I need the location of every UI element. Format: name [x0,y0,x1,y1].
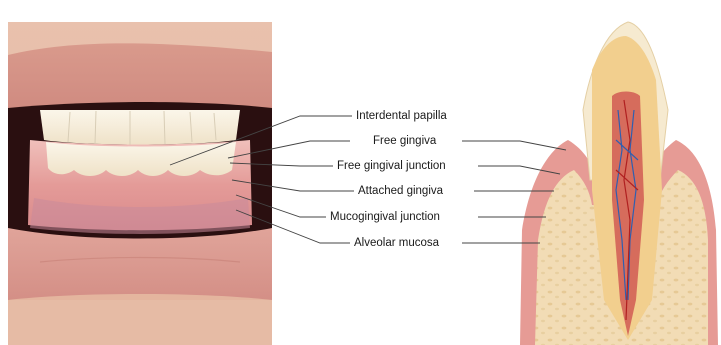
label-free-gingiva: Free gingiva [373,134,436,148]
mouth-photo [8,22,272,345]
tooth-cross-section [520,22,718,345]
label-alveolar-mucosa: Alveolar mucosa [354,236,439,250]
leader-line-free-gingiva-right [462,141,566,150]
label-interdental-papilla: Interdental papilla [356,109,447,123]
label-mucogingival-junction: Mucogingival junction [330,210,440,224]
label-free-gingival-junction: Free gingival junction [337,159,446,173]
label-attached-gingiva: Attached gingiva [358,184,443,198]
